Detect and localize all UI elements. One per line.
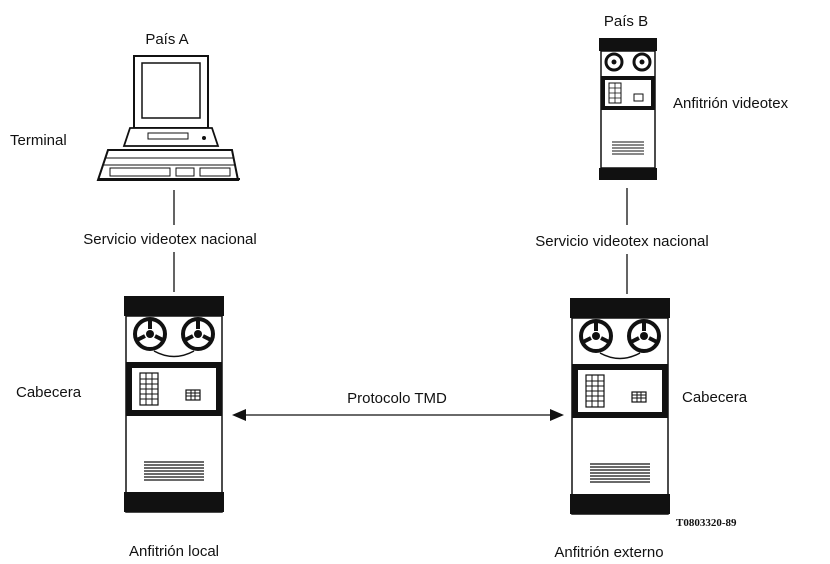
host-videotex-label: Anfitrión videotex <box>673 95 789 112</box>
headend-left-label: Cabecera <box>16 384 82 401</box>
terminal-label: Terminal <box>10 132 67 149</box>
headend-right-label: Cabecera <box>682 389 748 406</box>
country-a-label: País A <box>145 31 188 48</box>
figure-code: T0803320-89 <box>676 517 737 529</box>
country-b-label: País B <box>604 13 648 30</box>
service-left-label: Servicio videotex nacional <box>83 231 256 248</box>
host-videotex-icon <box>599 38 657 180</box>
service-right-label: Servicio videotex nacional <box>535 233 708 250</box>
host-local-icon <box>122 294 226 514</box>
connector-lines <box>173 188 628 294</box>
host-external-icon <box>568 296 672 516</box>
host-external-label: Anfitrión externo <box>554 544 663 561</box>
protocol-arrow <box>232 409 564 421</box>
protocol-label: Protocolo TMD <box>347 390 447 407</box>
terminal-computer-icon <box>96 55 240 181</box>
host-local-label: Anfitrión local <box>129 543 219 560</box>
